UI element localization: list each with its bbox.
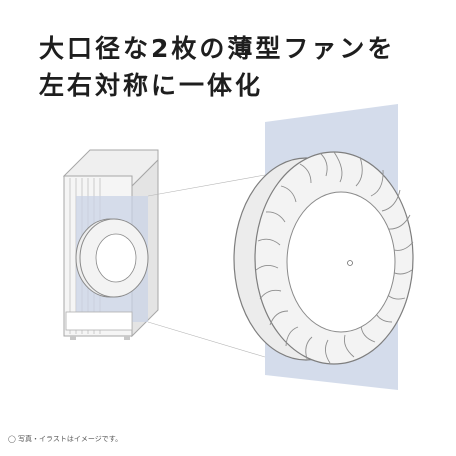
headline-line-2: 左右対称に一体化 [39,71,264,100]
appliance [62,149,159,340]
headline-line-1: 大口径な2枚の薄型ファンを [39,34,396,63]
appliance-small-fan [75,218,149,298]
disclaimer-note: ◯ 写真・イラストはイメージです。 [8,435,123,443]
headline: 大口径な2枚の薄型ファンを 左右対称に一体化 [39,30,395,104]
projection-lines [147,174,266,358]
fan-hub-center [347,260,353,266]
fan-blades [255,151,414,364]
fan-hub [286,191,396,333]
twin-fan-enlarged [233,104,414,390]
